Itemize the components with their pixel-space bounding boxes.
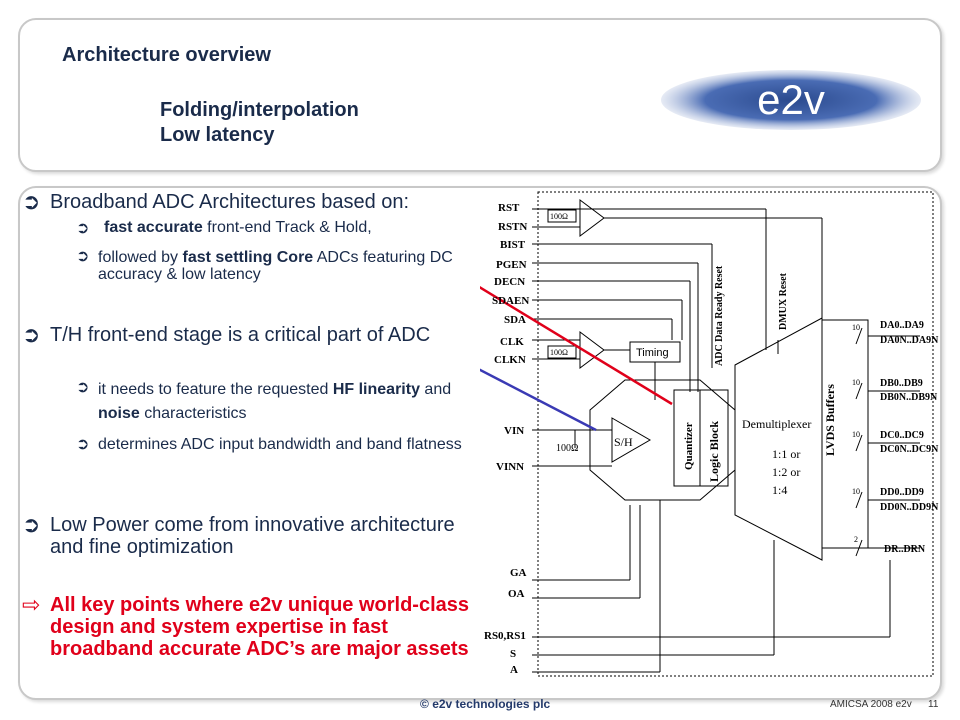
bullet-2b: determines ADC input bandwidth and band … [98, 436, 462, 453]
output-label: DD0N..DD9N [880, 502, 939, 513]
adc-ready-label: ADC Data Ready Reset [714, 265, 725, 366]
output-label: DB0N..DB9N [880, 392, 938, 403]
footer-ref: AMICSA 2008 e2v [830, 699, 912, 710]
e2v-logo: e2v [661, 70, 921, 130]
bus-width-label: 10 [852, 323, 860, 332]
output-label: DB0..DB9 [880, 378, 923, 389]
bullet-arrow-icon: ➲ [22, 512, 41, 537]
resistor-label: 100Ω [550, 212, 568, 221]
quantizer-label: Quantizer [683, 422, 695, 470]
page-number: 11 [928, 699, 939, 710]
bullet-2: T/H front-end stage is a critical part o… [50, 324, 431, 346]
pin-label: RSTN [498, 221, 527, 233]
pin-label: SDA [504, 314, 526, 326]
output-label: DC0N..DC9N [880, 444, 939, 455]
ratio-label: 1:1 or [772, 447, 800, 461]
output-label: DA0..DA9 [880, 320, 924, 331]
bullet-arrow-icon: ➲ [76, 220, 90, 237]
slide-subtitle-1: Folding/interpolation [160, 99, 359, 121]
resistor-label: 100Ω [550, 348, 568, 357]
footer-company: © e2v technologies plc [420, 697, 551, 711]
pin-label: VIN [504, 425, 524, 437]
bullet-arrow-icon: ➲ [22, 322, 41, 347]
ratio-label: 1:2 or [772, 465, 800, 479]
pin-label: S [510, 648, 516, 660]
slide-title: Architecture overview [62, 44, 271, 66]
output-label: DD0..DD9 [880, 487, 924, 498]
bullet-4-highlight: All key points where e2v unique world-cl… [50, 594, 470, 660]
pin-label: RS0,RS1 [484, 630, 526, 642]
bullet-1a: fast accurate front-end Track & Hold, [104, 219, 372, 236]
ratio-label: 1:4 [772, 483, 787, 497]
content-panel [18, 186, 942, 700]
bullet-3: Low Power come from innovative architect… [50, 514, 455, 558]
bullet-arrow-icon: ➲ [22, 189, 41, 214]
pin-label: A [510, 664, 518, 676]
bullet-1b: followed by fast settling Core ADCs feat… [98, 249, 453, 283]
resistor-label: 100Ω [556, 443, 578, 454]
output-label: DR..DRN [884, 544, 926, 555]
chip-boundary [537, 191, 934, 677]
bullet-1: Broadband ADC Architectures based on: [50, 191, 410, 213]
slide-subtitle-2: Low latency [160, 124, 275, 146]
sh-label: S/H [614, 435, 633, 449]
logic-block-label: Logic Block [707, 421, 721, 482]
bullet-arrow-outline-icon: ⇨ [22, 592, 41, 617]
bullet-arrow-icon: ➲ [76, 436, 90, 453]
timing-label: Timing [636, 347, 669, 359]
bus-width-label: 10 [852, 487, 860, 496]
pin-label: DECN [494, 276, 525, 288]
pin-label: VINN [496, 461, 524, 473]
pin-label: GA [510, 567, 527, 579]
lvds-label: LVDS Buffers [823, 384, 837, 456]
dmux-reset-label: DMUX Reset [778, 272, 789, 330]
bullet-2a: it needs to feature the requested HF lin… [98, 381, 452, 422]
pin-label: RST [498, 202, 520, 214]
bullet-arrow-icon: ➲ [76, 248, 90, 265]
pin-label: CLK [500, 336, 524, 348]
bullet-arrow-icon: ➲ [76, 379, 90, 396]
output-label: DC0..DC9 [880, 430, 924, 441]
pin-label: BIST [500, 239, 526, 251]
svg-text:e2v: e2v [757, 76, 825, 123]
adc-block-diagram: RST RSTN BIST PGEN DECN SDAEN SDA CLK CL… [480, 191, 939, 677]
pin-label: OA [508, 588, 525, 600]
pin-label: PGEN [496, 259, 527, 271]
demux-label: Demultiplexer [742, 417, 811, 431]
bus-width-label: 10 [852, 378, 860, 387]
output-label: DA0N..DA9N [880, 335, 939, 346]
pin-label: SDAEN [492, 295, 529, 307]
pin-label: CLKN [494, 354, 526, 366]
bus-width-label: 2 [854, 535, 858, 544]
bus-width-label: 10 [852, 430, 860, 439]
